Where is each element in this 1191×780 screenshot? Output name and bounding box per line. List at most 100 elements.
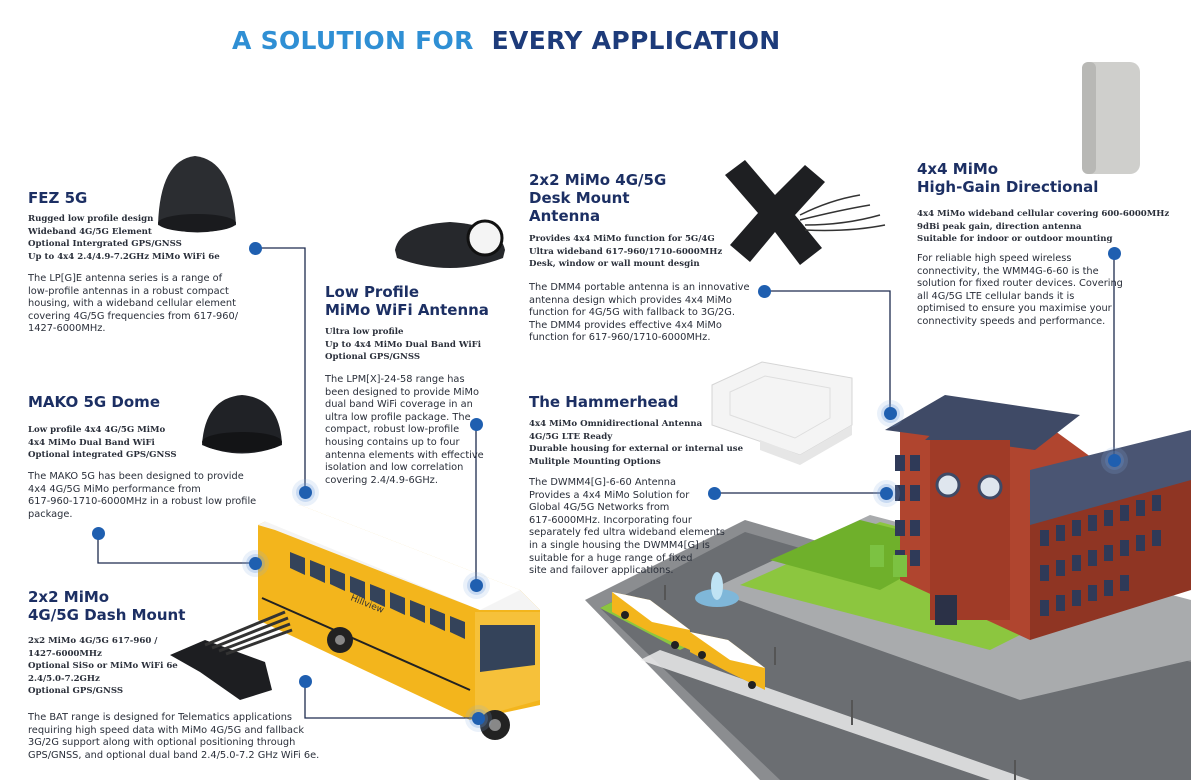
body-line: The DWMM4[G]-6-60 Antenna [529,477,677,488]
body-line: connectivity, the WMM4G-6-60 is the [917,265,1099,277]
body-line: connectivity speeds and performance. [917,315,1106,327]
feature-line: 4x4 MiMo Dual Band WiFi [28,437,155,448]
body-line: 4x4 4G/5G MiMo performance from [28,483,201,495]
feature-line: Provides 4x4 MiMo function for 5G/4G [529,234,715,244]
body-line: The LP[G]E antenna series is a range of [28,273,223,284]
feature-line: 2.4/5.0-7.2GHz [28,673,100,684]
hammerhead-description: The DWMM4[G]-6-60 Antenna Provides a 4x4… [529,477,725,578]
lpm-features: Ultra low profile Up to 4x4 MiMo Dual Ba… [325,326,481,364]
body-line: optimised to ensure you maximise your [917,303,1112,315]
body-line: The BAT range is designed for Telematics… [28,712,293,723]
body-line: function for 4G/5G with fallback to 3G/2… [529,307,735,319]
body-line: For reliable high speed wireless [917,253,1072,264]
feature-line: 4x4 MiMo Omnidirectional Antenna [529,419,703,429]
body-line: dual band WiFi coverage in an [325,399,473,411]
body-line: ultra low profile package. The [325,411,471,423]
mako-antenna-image [202,395,282,454]
feature-line: Ultra wideband 617-960/1710-6000MHz [529,246,723,257]
title-part-2: EVERY APPLICATION [482,26,781,55]
dash-description: The BAT range is designed for Telematics… [28,712,319,762]
mako-heading: MAKO 5G Dome [28,393,160,411]
body-line: package. [28,508,73,520]
body-line: been designed to provide MiMo [325,386,479,398]
body-line: The LPM[X]-24-58 range has [325,374,465,385]
lpm-description: The LPM[X]-24-58 range has been designed… [325,374,484,487]
desk-description: The DMM4 portable antenna is an innovati… [529,282,750,345]
heading-line: 2x2 MiMo 4G/5G [529,171,667,189]
body-line: site and failover applications. [529,565,674,577]
feature-line: 2x2 MiMo 4G/5G 617-960 / [28,636,158,646]
body-line: The DMM4 provides effective 4x4 MiMo [529,319,722,331]
hammerhead-connector-dot [708,487,721,500]
directional-heading: 4x4 MiMo High-Gain Directional [917,160,1098,196]
feature-line: Suitable for indoor or outdoor mounting [917,234,1113,244]
feature-line: Rugged low profile design [28,214,154,224]
desk-heading: 2x2 MiMo 4G/5G Desk Mount Antenna [529,171,666,225]
page-title: A SOLUTION FOR EVERY APPLICATION [232,26,780,55]
directional-description: For reliable high speed wireless connect… [917,253,1123,329]
lpm-antenna-image [395,219,505,268]
bus-dash-marker-dot [472,712,485,725]
feature-line: Durable housing for external or internal… [529,444,744,454]
fez-heading: FEZ 5G [28,189,88,207]
building-desk-marker-dot [884,407,897,420]
mako-description: The MAKO 5G has been designed to provide… [28,471,256,521]
feature-line: Up to 4x4 MiMo Dual Band WiFi [325,339,482,350]
feature-line: Desk, window or wall mount desgin [529,259,700,269]
hammerhead-antenna-image [711,361,853,465]
body-line: requiring high speed data with MiMo 4G/5… [28,724,305,736]
fez-connector-dot [249,242,262,255]
school-building [870,395,1191,640]
feature-line: Optional Intergrated GPS/GNSS [28,239,182,249]
body-line: The DMM4 portable antenna is an innovati… [529,282,750,293]
body-line: function for 617-960/1710-6000MHz. [529,332,711,344]
feature-line: 9dBi peak gain, direction antenna [917,221,1082,232]
lpm-connector-dot [470,418,483,431]
heading-line: Desk Mount [529,189,630,207]
directional-connector-dot [1108,247,1121,260]
directional-features: 4x4 MiMo wideband cellular covering 600-… [917,208,1169,246]
heading-line: High-Gain Directional [917,178,1099,196]
feature-line: Ultra low profile [325,327,404,337]
feature-line: 4G/5G LTE Ready [529,431,613,442]
dash-heading: 2x2 MiMo 4G/5G Dash Mount [28,588,185,624]
building-hammerhead-marker-dot [880,487,893,500]
heading-line: MiMo WiFi Antenna [325,301,489,319]
body-line: antenna elements with effective [325,449,484,461]
hammerhead-features: 4x4 MiMo Omnidirectional Antenna 4G/5G L… [529,418,743,468]
feature-line: Optional GPS/GNSS [28,686,124,696]
body-line: 1427-6000MHz. [28,323,106,335]
fez-description: The LP[G]E antenna series is a range of … [28,273,238,336]
body-line: Global 4G/5G Networks from [529,502,670,514]
body-line: covering 4G/5G frequencies from 617-960/ [28,310,239,322]
body-line: antenna design which provides 4x4 MiMo [529,294,732,306]
body-line: 617-6000MHz. Incorporating four [529,514,692,526]
hammerhead-heading: The Hammerhead [529,393,679,411]
bus-lpm-marker-dot [470,579,483,592]
street-lamps [664,585,1016,780]
mako-connector-dot [92,527,105,540]
feature-line: Wideband 4G/5G Element [28,226,152,237]
desk-mount-antenna-image [725,160,886,265]
dash-mount-antenna-image [170,610,293,700]
small-bus-icon [612,592,690,650]
dash-connector-dot [299,675,312,688]
directional-antenna-image [1082,62,1140,174]
building-directional-marker-dot [1108,454,1121,467]
body-line: in a single housing the DWMM4[G] is [529,539,710,551]
feature-line: Optional GPS/GNSS [325,352,421,362]
bus-mako-marker-dot [249,557,262,570]
lpm-heading: Low Profile MiMo WiFi Antenna [325,283,489,319]
body-line: housing contains up to four [325,436,460,448]
small-bus-icon [690,632,765,690]
heading-line: 4G/5G Dash Mount [28,606,186,624]
body-line: isolation and low correlation [325,462,464,474]
fez-features: Rugged low profile design Wideband 4G/5G… [28,213,220,263]
feature-line: 1427-6000MHz [28,648,102,659]
heading-line: 4x4 MiMo [917,160,999,178]
heading-line: Low Profile [325,283,420,301]
title-part-1: A SOLUTION FOR [232,26,483,55]
body-line: The MAKO 5G has been designed to provide [28,471,244,482]
mako-features: Low profile 4x4 4G/5G MiMo 4x4 MiMo Dual… [28,424,177,462]
